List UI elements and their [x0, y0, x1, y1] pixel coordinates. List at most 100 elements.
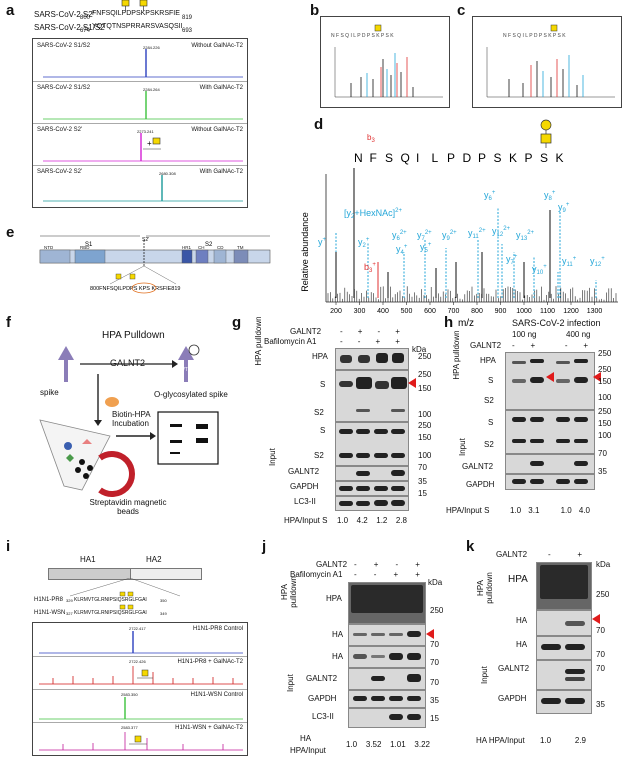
b3-label: b3 — [367, 133, 375, 144]
seq2: YQTQTNSPRRARSVASQSII — [92, 23, 183, 30]
peak-label: 2722.417 — [129, 626, 146, 631]
d-xtick-label: 600 — [424, 308, 436, 315]
panel-label-b: b — [310, 2, 320, 19]
k-blot — [536, 562, 592, 734]
svg-text:[y2+HexNAc]2+: [y2+HexNAc]2+ — [344, 208, 402, 220]
f-biotin: Biotin-HPA Incubation — [112, 410, 151, 428]
svg-text:y6+: y6+ — [484, 190, 496, 202]
i-seq2-label: H1N1-WSN — [34, 610, 66, 616]
i-seq2-start: 327 — [66, 611, 73, 616]
trace-condition: With GalNAc-T2 — [199, 169, 243, 175]
panel-label-a: a — [6, 2, 15, 19]
j-marker: 35 — [430, 696, 439, 705]
i-ha2: HA2 — [146, 555, 162, 564]
svg-text:y11+: y11+ — [562, 256, 577, 268]
d-xtick-label: 400 — [377, 308, 389, 315]
j-galnt2-signs: -+-+ — [354, 560, 420, 569]
k-kda: kDa — [596, 560, 611, 569]
trace-condition: With GalNAc-T2 — [199, 85, 243, 91]
panel-label-j: j — [262, 538, 267, 555]
peak-label: 2722.426 — [129, 659, 146, 664]
f-beads: Streptavidin magnetic beads — [89, 498, 167, 516]
g-ratio-label: HPA/Input S — [284, 516, 328, 525]
i-seq1-label: H1N1-PR8 — [34, 597, 64, 603]
j-blot — [348, 582, 426, 730]
e-sequence: 800FNFSQILPDPS KPS KRSFIE819 — [90, 286, 180, 292]
d-xtick-label: 500 — [401, 308, 413, 315]
svg-text:+: + — [147, 139, 152, 148]
f-oglyco-spike: O-glycosylated spike — [154, 390, 228, 399]
red-arrowhead-icon — [408, 378, 416, 388]
j-marker: 70 — [430, 658, 439, 667]
seq2-end: 693 — [182, 28, 193, 34]
i-seq2-end: 349 — [160, 611, 167, 616]
svg-text:y4+: y4+ — [396, 244, 408, 256]
svg-text:HR1: HR1 — [182, 245, 191, 250]
j-baf-signs: --++ — [354, 570, 420, 579]
trace-name: SARS-CoV-2 S2' — [37, 169, 83, 175]
h-galnt2-label: GALNT2 — [470, 341, 502, 350]
peptide-residue: L — [432, 151, 439, 165]
g-kda: kDa — [412, 345, 427, 354]
seq1: FNFSQILPDPSKPSKRSFIE — [92, 10, 180, 17]
d-xtick-label: 1000 — [516, 308, 532, 315]
k-signs: -+ — [548, 550, 582, 559]
red-arrowhead-icon — [592, 614, 600, 624]
d-xtick-label: 800 — [471, 308, 483, 315]
d-xtick-label: 1100 — [540, 308, 555, 315]
h-dose2: 400 ng — [566, 330, 591, 339]
s1-label: S1 — [85, 242, 93, 248]
j-marker: 70 — [430, 678, 439, 687]
j-baf-label: Bafilomycin A1 — [290, 570, 343, 579]
j-row-galnt2: GALNT2 — [306, 674, 338, 683]
k-marker: 35 — [596, 700, 605, 709]
svg-text:N F S Q I L P D P S K P S K: N F S Q I L P D P S K P S K — [331, 33, 394, 39]
k-ratio-label: HA HPA/Input — [476, 736, 525, 745]
d-xtick-label: 1300 — [587, 308, 603, 315]
spike-domain-diagram: S1 S2 S2' NTD RBD HR1 CH CD TM 800FNFSQI… — [39, 235, 271, 294]
k-galnt2-label: GALNT2 — [496, 550, 528, 559]
trace-condition: Without GalNAc-T2 — [191, 43, 243, 49]
j-pulldown-label: HPA pulldown — [280, 576, 298, 608]
panel-label-e: e — [6, 224, 15, 241]
h-row-s: S — [488, 418, 494, 427]
seq1-end: 819 — [182, 15, 193, 21]
i-seq1-start: 329 — [66, 598, 73, 603]
h-signs: -+-+ — [512, 341, 588, 350]
d-xtick-label: 1200 — [563, 308, 579, 315]
peak-label: 2284.226 — [143, 45, 160, 50]
peak-label: 2680.308 — [159, 171, 176, 176]
j-marker: 15 — [430, 714, 439, 723]
j-row-ha: HA — [332, 652, 344, 661]
trace-name: H1N1-WSN Control — [190, 692, 243, 698]
svg-text:CH: CH — [198, 245, 205, 250]
g-input-label: Input — [268, 448, 277, 466]
h-row-s: S — [488, 376, 494, 385]
j-ratio-label1: HA — [300, 734, 312, 743]
trace-name: H1N1-PR8 Control — [192, 626, 243, 632]
h-row-gapdh: GAPDH — [466, 480, 495, 489]
k-row-ha: HA — [516, 640, 528, 649]
svg-text:CD: CD — [217, 245, 224, 250]
k-row-ha: HA — [516, 616, 528, 625]
peptide-residue: K — [556, 151, 564, 165]
k-marker: 70 — [596, 626, 605, 635]
panel-label-c: c — [457, 2, 466, 19]
d-xtick-label: 300 — [354, 308, 366, 315]
peptide-residue: P — [478, 151, 486, 165]
peak-label: 2284.264 — [143, 87, 160, 92]
peptide-residue: I — [416, 151, 419, 165]
i-seq2: KLRMVTGLRNIPSIQSRGLFGAI — [74, 610, 147, 616]
peptide-residue: D — [463, 151, 472, 165]
k-row-gapdh: GAPDH — [498, 694, 527, 703]
red-arrowhead-icon — [546, 372, 554, 382]
trace-name: SARS-CoV-2 S1/S2 — [37, 43, 91, 49]
g-baf-signs: --++ — [340, 337, 400, 346]
d-xlabel: m/z — [458, 318, 474, 329]
g-marker: 250 — [418, 352, 432, 361]
h-row-s2: S2 — [484, 440, 494, 449]
s2-label: S2 — [205, 242, 213, 248]
